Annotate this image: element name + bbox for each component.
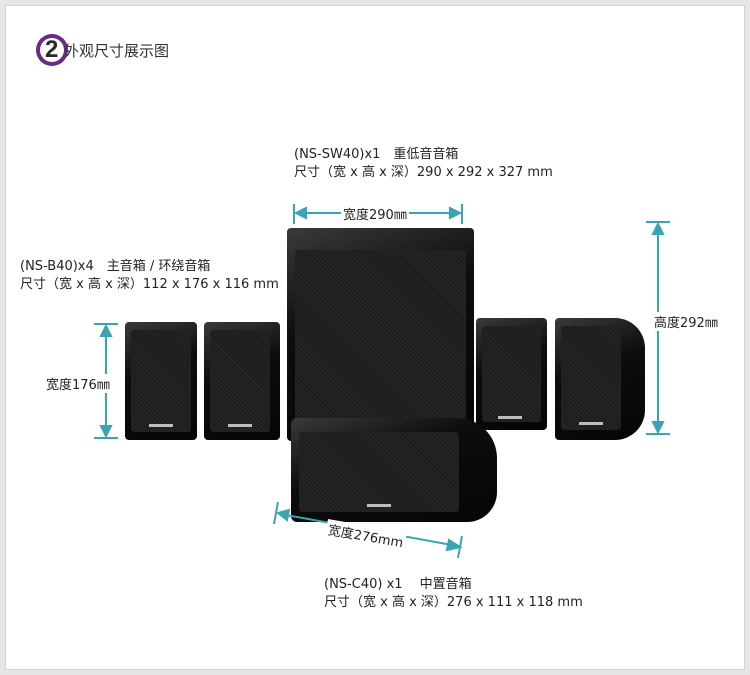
arrow-head xyxy=(445,538,463,552)
arrow-head xyxy=(99,323,113,337)
subwoofer-grille xyxy=(295,250,466,433)
subwoofer-width-label: 宽度290㎜ xyxy=(341,204,409,223)
satellite-size: 尺寸（宽 x 高 x 深）112 x 176 x 116 mm xyxy=(20,277,279,292)
satellite-surround-left-image xyxy=(204,322,280,440)
satellite-surround-right-image xyxy=(555,318,645,440)
satellite-caption: (NS-B40)x4 主音箱 / 环绕音箱 尺寸（宽 x 高 x 深）112 x… xyxy=(20,258,279,294)
satellite-front-left-image xyxy=(125,322,197,440)
product-page: 2 外观尺寸展示图 (NS-SW40)x1 重低音音箱 尺寸（宽 x 高 x 深… xyxy=(5,5,745,670)
arrow-head xyxy=(651,221,665,235)
subwoofer-size: 尺寸（宽 x 高 x 深）290 x 292 x 327 mm xyxy=(294,165,553,180)
speaker-grille xyxy=(131,330,191,432)
arrow-head xyxy=(651,421,665,435)
subwoofer-model: (NS-SW40)x1 重低音音箱 xyxy=(294,147,459,162)
center-grille xyxy=(299,432,459,512)
yamaha-logo-mark xyxy=(579,422,603,425)
yamaha-logo-mark xyxy=(228,424,252,427)
yamaha-logo-mark xyxy=(367,504,391,507)
arrow-head xyxy=(293,206,307,220)
satellite-width-label: 宽度176㎜ xyxy=(44,374,112,393)
subwoofer-caption: (NS-SW40)x1 重低音音箱 尺寸（宽 x 高 x 深）290 x 292… xyxy=(294,146,553,182)
speaker-grille xyxy=(210,330,270,432)
center-width-tick-left xyxy=(273,501,279,525)
satellite-model: (NS-B40)x4 主音箱 / 环绕音箱 xyxy=(20,259,211,274)
dimension-arrows xyxy=(94,204,670,559)
section-title: 外观尺寸展示图 xyxy=(64,42,170,60)
subwoofer-height-label: 高度292㎜ xyxy=(652,312,720,331)
yamaha-logo-mark xyxy=(149,424,173,427)
center-caption: (NS-C40) x1 中置音箱 尺寸（宽 x 高 x 深）276 x 111 … xyxy=(324,576,583,612)
center-speaker-image xyxy=(291,418,497,522)
speaker-grille xyxy=(482,326,541,422)
yamaha-logo-mark xyxy=(498,416,522,419)
speaker-grille xyxy=(561,326,621,430)
arrow-head xyxy=(449,206,463,220)
center-size: 尺寸（宽 x 高 x 深）276 x 111 x 118 mm xyxy=(324,595,583,610)
step-number: 2 xyxy=(45,36,59,63)
satellite-front-right-image xyxy=(476,318,547,430)
center-model: (NS-C40) x1 中置音箱 xyxy=(324,577,472,592)
arrow-head xyxy=(99,425,113,439)
arrow-head xyxy=(275,508,291,522)
step-number-badge xyxy=(36,34,68,66)
subwoofer-image xyxy=(287,228,474,441)
